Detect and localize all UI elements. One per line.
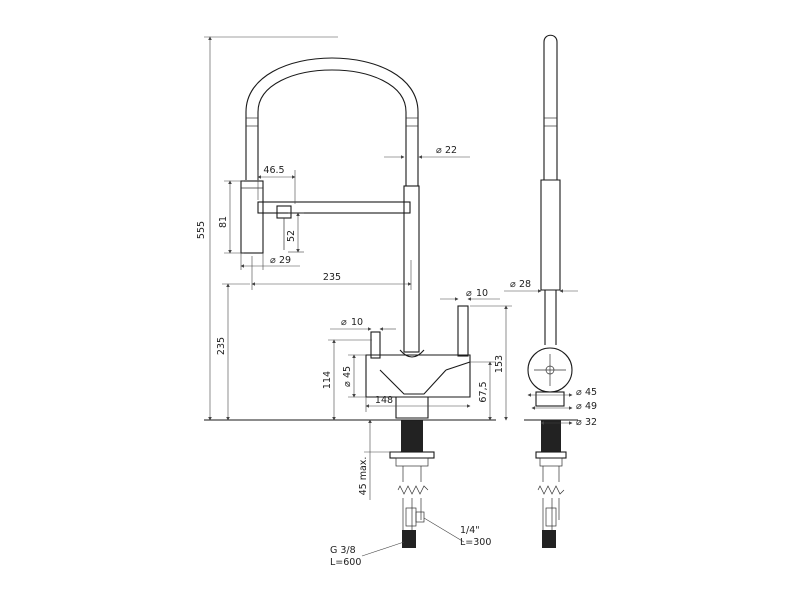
dim-base-diameter-32: ⌀ 32 xyxy=(540,417,597,428)
dim-body-diameter-label: 45 xyxy=(342,366,353,378)
dim-spray-height-label: 81 xyxy=(218,216,229,228)
diameter-symbol: ⌀ xyxy=(576,401,582,412)
dim-spray-depth-label: 52 xyxy=(286,230,297,242)
dim-base-diameter-45-label: 45 xyxy=(585,387,597,398)
diameter-symbol: ⌀ xyxy=(510,279,516,290)
dim-reach: 235 xyxy=(251,256,412,290)
spray-head xyxy=(240,180,264,254)
dim-body-width-label: 148 xyxy=(375,395,393,406)
diameter-symbol: ⌀ xyxy=(436,145,442,156)
dim-side-handle-diameter: ⌀ 10 xyxy=(330,317,396,331)
diameter-symbol: ⌀ xyxy=(576,387,582,398)
spout-pipe xyxy=(403,185,420,353)
dim-lever-height-label: 67,5 xyxy=(478,381,489,402)
top-handle xyxy=(457,305,469,357)
dim-spray-height: 81 xyxy=(218,180,244,254)
dim-body-height-label: 114 xyxy=(322,371,333,389)
side-body xyxy=(527,347,573,407)
dim-body-diameter: ⌀ 45 xyxy=(342,354,366,398)
side-view: ⌀ 28 ⌀ 45 ⌀ 49 ⌀ 32 xyxy=(504,34,597,548)
dim-base-diameter-32-label: 32 xyxy=(585,417,597,428)
dim-spray-depth: 52 xyxy=(286,212,304,253)
faucet-body xyxy=(365,349,471,419)
dim-reach-label: 235 xyxy=(323,272,341,283)
dim-right-height-label: 153 xyxy=(494,355,505,373)
dim-top-handle-diameter: ⌀ 10 xyxy=(440,288,500,301)
dim-max-counter-label: 45 max. xyxy=(358,457,369,496)
hoses xyxy=(397,466,429,548)
dim-max-counter: 45 max. xyxy=(358,419,400,500)
dim-total-height: 555 xyxy=(196,36,338,421)
dim-spray-diameter: ⌀ 29 xyxy=(240,253,300,270)
diameter-symbol: ⌀ xyxy=(466,288,472,299)
dim-base-diameter-49: ⌀ 49 xyxy=(531,401,597,412)
filter-hose-thread: 1/4" xyxy=(460,525,480,536)
dim-spout-height-label: 235 xyxy=(216,337,227,355)
main-hose-length: L=600 xyxy=(330,557,361,568)
diameter-symbol: ⌀ xyxy=(342,381,353,387)
dim-pipe-diameter: ⌀ 22 xyxy=(384,145,470,159)
diameter-symbol: ⌀ xyxy=(270,255,276,266)
side-spout xyxy=(540,34,561,345)
main-hose-thread: G 3/8 xyxy=(330,545,356,556)
dim-top-handle-diameter-label: 10 xyxy=(476,288,488,299)
dim-body-width: 148 xyxy=(365,395,471,412)
spout-arch xyxy=(245,57,419,186)
diameter-symbol: ⌀ xyxy=(341,317,347,328)
label-filter-hose: 1/4" L=300 xyxy=(423,517,491,548)
dim-hose-diameter: ⌀ 28 xyxy=(504,279,578,293)
dim-right-height: 153 xyxy=(470,305,512,421)
dim-base-diameter-45: ⌀ 45 xyxy=(527,387,597,398)
dim-total-height-label: 555 xyxy=(196,221,207,239)
dim-side-handle-diameter-label: 10 xyxy=(351,317,363,328)
dim-spray-offset-label: 46.5 xyxy=(263,165,284,176)
dim-lever-height: 67,5 xyxy=(470,361,496,421)
dim-spray-offset: 46.5 xyxy=(257,165,296,204)
dim-base-diameter-49-label: 49 xyxy=(585,401,597,412)
dim-body-height: 114 xyxy=(322,339,372,421)
dim-spout-height: 235 xyxy=(216,283,250,421)
dim-spray-diameter-label: 29 xyxy=(279,255,291,266)
side-shank xyxy=(535,420,567,548)
dim-hose-diameter-label: 28 xyxy=(519,279,531,290)
front-view: 555 81 46.5 52 ⌀ 29 xyxy=(196,36,512,568)
diameter-symbol: ⌀ xyxy=(576,417,582,428)
side-handle xyxy=(370,331,381,359)
mounting-shank xyxy=(389,420,435,467)
label-main-hose: G 3/8 L=600 xyxy=(330,541,405,568)
dim-pipe-diameter-label: 22 xyxy=(445,145,457,156)
filter-hose-length: L=300 xyxy=(460,537,491,548)
holder-arm xyxy=(257,201,411,250)
